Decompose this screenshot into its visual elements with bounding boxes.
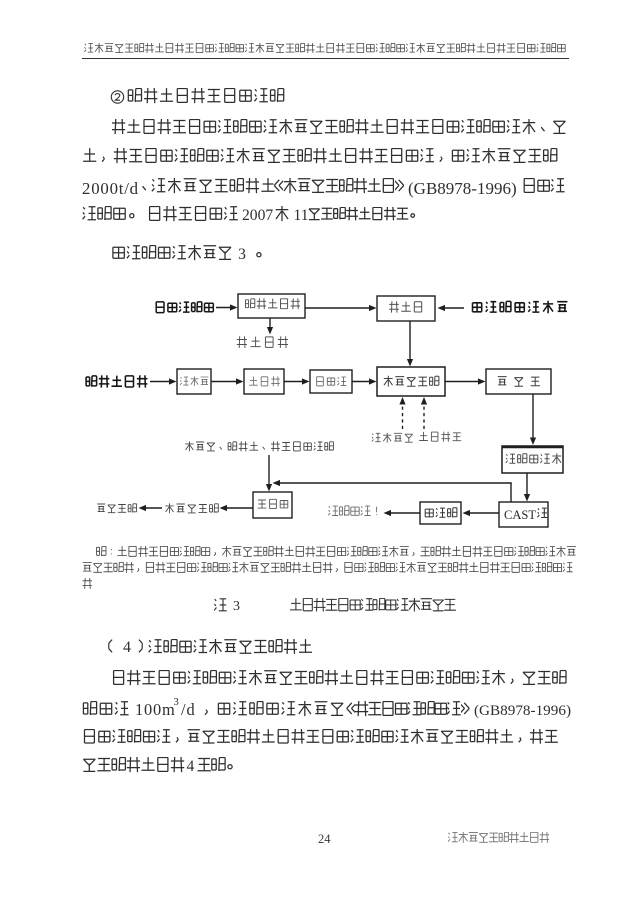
svg-text:CAST: CAST [504,508,536,522]
